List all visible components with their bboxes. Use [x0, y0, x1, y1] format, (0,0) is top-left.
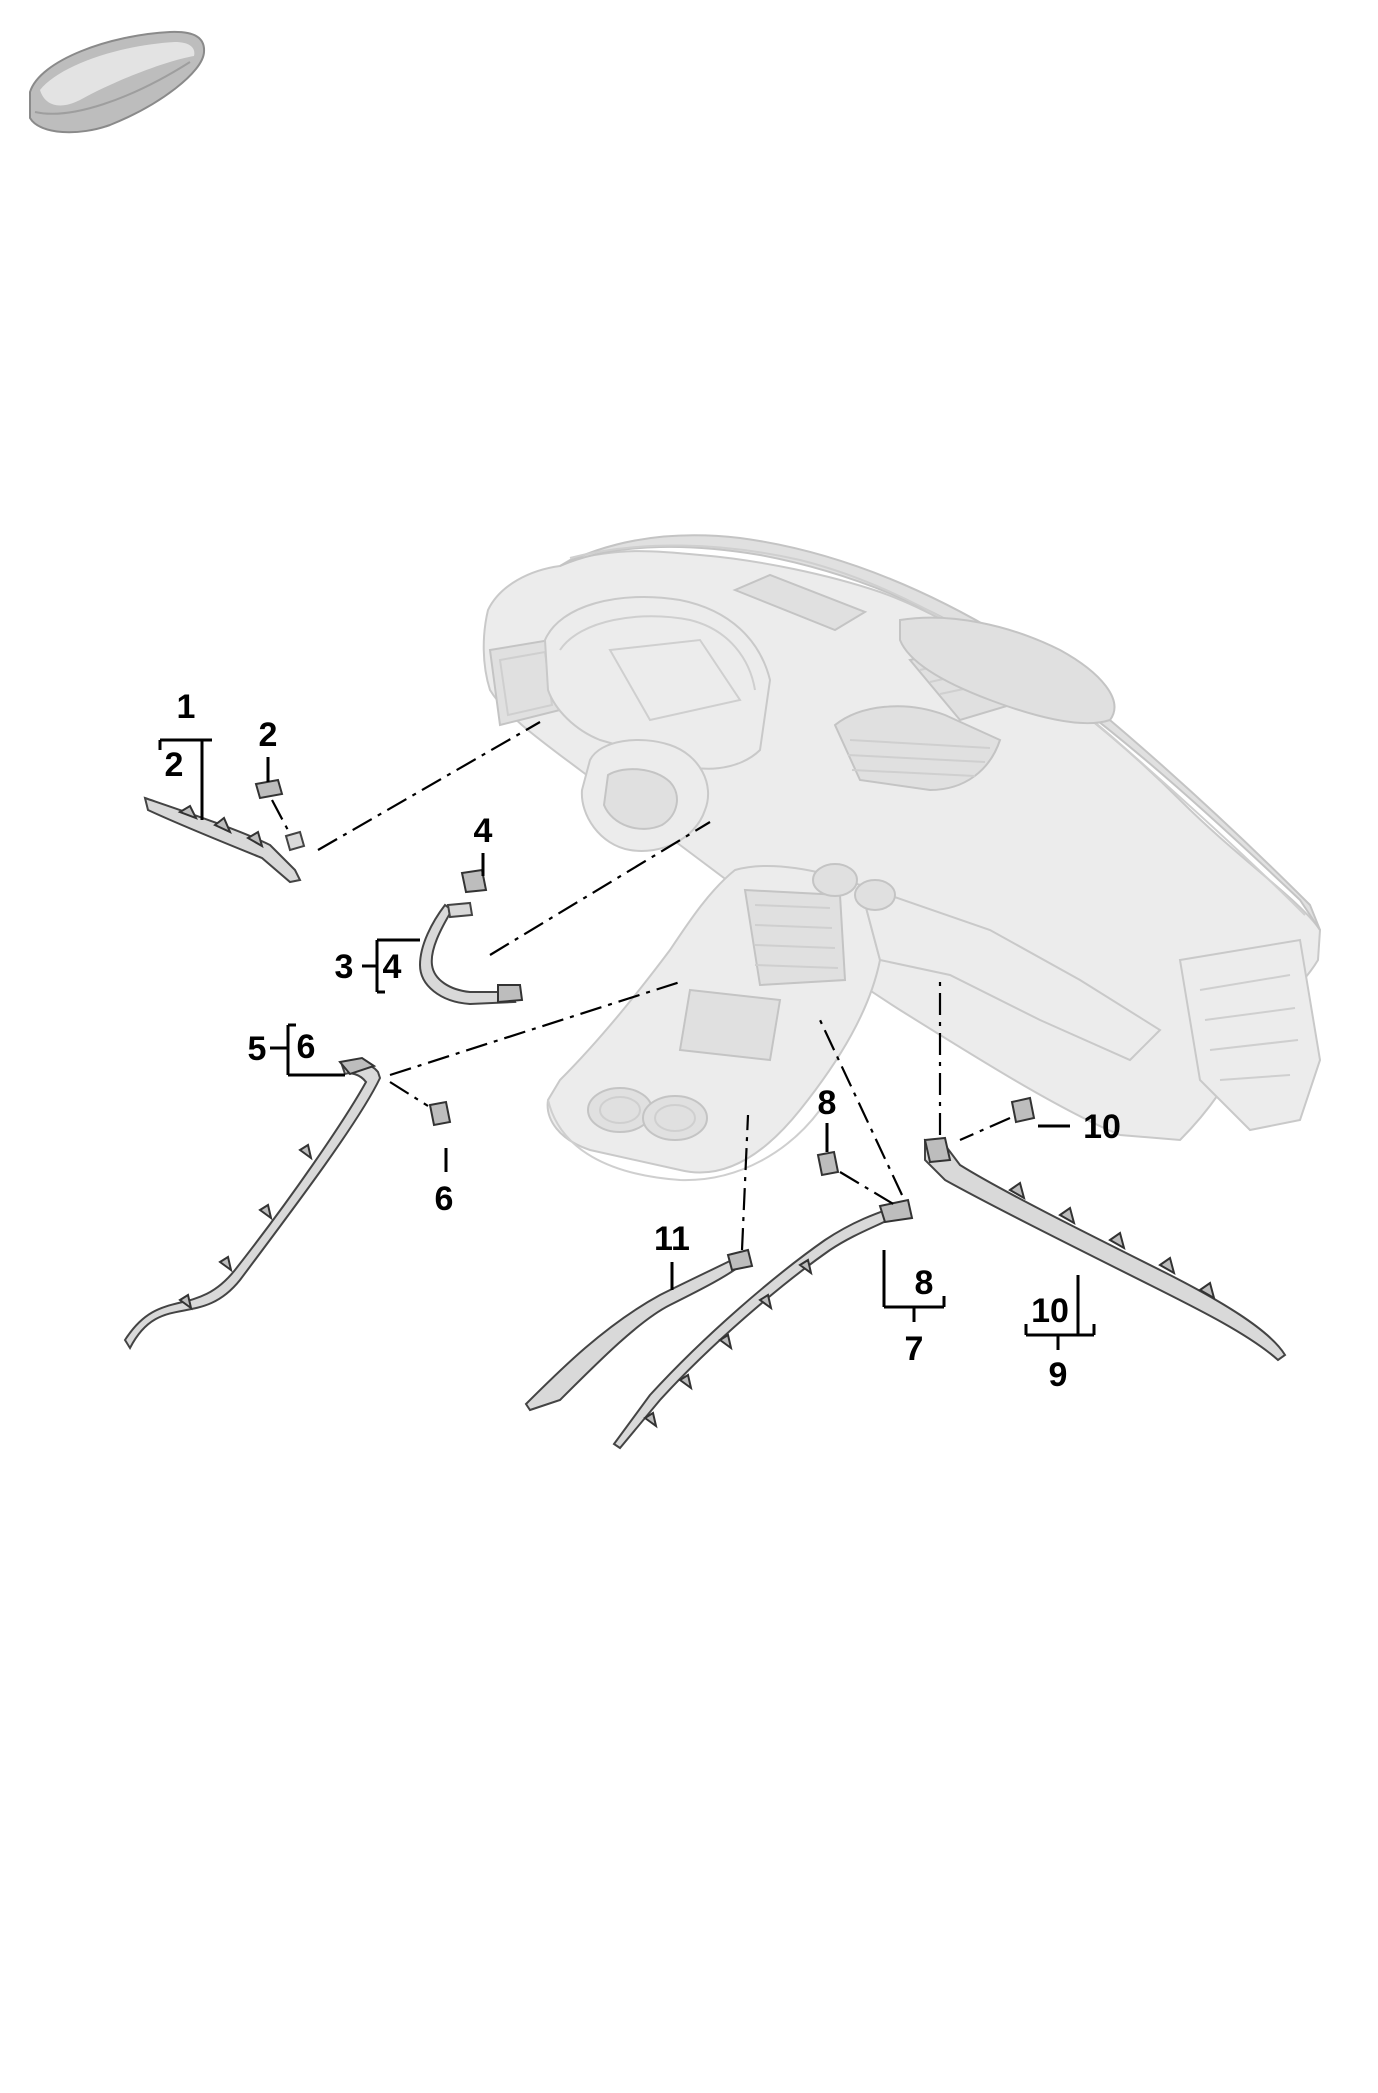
vehicle-thumbnail-icon[interactable] — [29, 30, 206, 134]
callout-brackets — [158, 738, 1096, 1350]
leader-dash-3 — [489, 821, 711, 956]
part-8-connector[interactable] — [816, 1150, 896, 1206]
callout-1: 1 — [177, 688, 196, 726]
callout-8-bracket: 8 — [915, 1264, 934, 1302]
part-1-trim-strip[interactable] — [143, 796, 302, 884]
part-10-connector[interactable] — [959, 1096, 1036, 1142]
leader-dash-7 — [819, 1019, 903, 1196]
leader-dash-11 — [740, 1114, 750, 1251]
part-2-connector[interactable] — [254, 778, 306, 852]
callout-3: 3 — [335, 948, 354, 986]
callout-10-bracket: 10 — [1031, 1292, 1069, 1330]
callout-10: 10 — [1083, 1108, 1121, 1146]
callout-11: 11 — [654, 1220, 690, 1258]
part-3-harness[interactable] — [418, 903, 524, 1006]
callout-6-bracket: 6 — [297, 1028, 316, 1066]
callout-9: 9 — [1049, 1356, 1068, 1394]
callout-6: 6 — [435, 1180, 454, 1218]
callout-4-bracket: 4 — [383, 948, 402, 986]
part-7-console-strip[interactable] — [612, 1198, 914, 1450]
part-6-connector[interactable] — [389, 1081, 452, 1127]
part-9-trim-strip[interactable] — [923, 1136, 1287, 1362]
leader-dash-5 — [389, 980, 681, 1077]
callout-8: 8 — [818, 1084, 837, 1122]
part-4-connector[interactable] — [446, 868, 488, 919]
callout-4: 4 — [474, 812, 493, 850]
part-11-wire-strip[interactable] — [524, 1248, 754, 1412]
part-5-ambient-strip[interactable] — [123, 1056, 382, 1351]
callout-2-bracket: 2 — [165, 746, 184, 784]
callout-2: 2 — [259, 716, 278, 754]
callout-5: 5 — [248, 1030, 267, 1068]
leader-dash-1 — [317, 721, 541, 851]
callout-7: 7 — [905, 1330, 924, 1368]
dashboard-assembly-icon — [482, 534, 1322, 1182]
